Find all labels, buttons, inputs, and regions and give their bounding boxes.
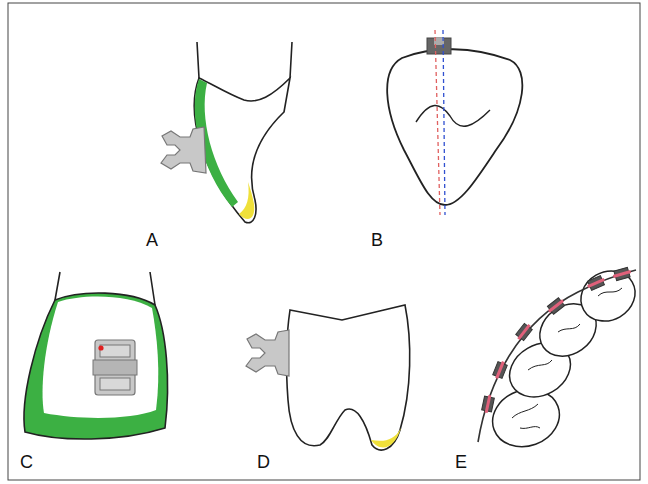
arch-bracket [614,267,630,280]
molar-profile [246,305,410,450]
occlusal-view [387,30,522,215]
elastic-tie [587,278,605,288]
elastic-tie [613,270,631,278]
panel-letter: C [20,453,33,471]
panel-letter: D [257,453,270,471]
panel-letter: A [146,231,158,249]
arch-bracket [493,362,508,379]
elastic-tie [517,324,530,340]
panel-letter: B [371,231,383,249]
elastic-tie [485,395,492,413]
elastic-tie [495,361,505,379]
arch-bracket [588,276,605,291]
dental-arch [478,261,644,456]
panel-letter: E [455,453,467,471]
incisor-profile [161,42,292,223]
arch-bracket [547,298,564,314]
labial-face-view [24,272,168,439]
arch-bracket [516,323,532,340]
arch-brackets [482,267,631,413]
elastic-tie [548,299,564,312]
figure-frame [8,3,640,480]
